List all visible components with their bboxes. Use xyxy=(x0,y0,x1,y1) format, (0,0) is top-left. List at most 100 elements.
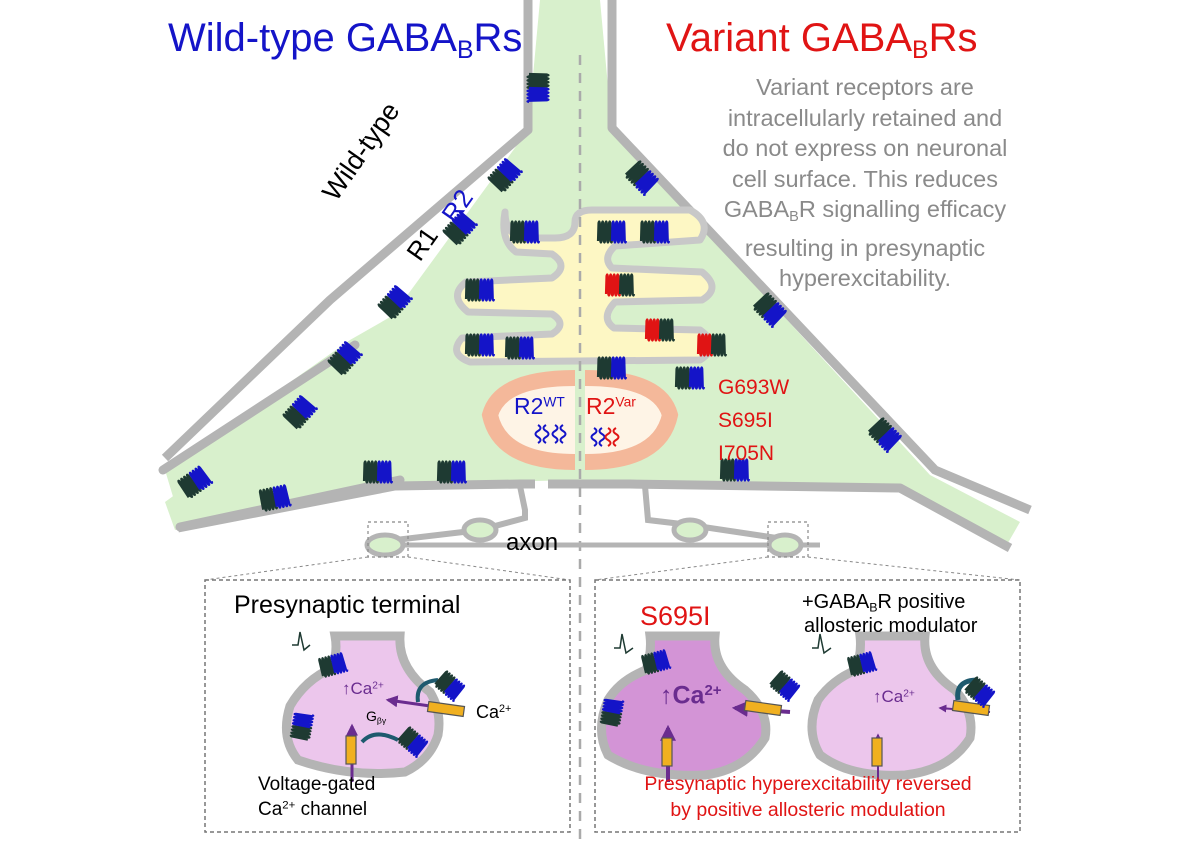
gabab-receptor-icon xyxy=(434,670,466,703)
gabab-receptor-icon xyxy=(289,712,315,741)
description-line: hyperexcitability. xyxy=(779,265,951,292)
nucleus-right xyxy=(584,370,679,470)
gabab-receptor-icon xyxy=(624,160,659,197)
g-beta-gamma-label: Gβγ xyxy=(366,709,386,725)
vgcc-label-line2: Ca2+ channel xyxy=(258,800,367,819)
nucleus-dna-helices xyxy=(534,424,620,447)
gabab-receptor-icon xyxy=(641,649,672,675)
variant-description: Variant receptors are intracellularly re… xyxy=(690,72,1040,294)
gabab-receptor-icon xyxy=(318,652,349,678)
gabab-receptor-icon xyxy=(397,726,429,759)
wildtype-header-sub: B xyxy=(456,36,474,64)
axon-bouton-right xyxy=(671,517,709,543)
gabab-receptor-icon xyxy=(436,460,468,484)
gabab-receptor-icon xyxy=(596,356,628,380)
left-inset-box xyxy=(204,579,571,833)
variant-presynaptic-terminal xyxy=(597,631,771,780)
zoom-line xyxy=(204,556,369,581)
action-potential-icon xyxy=(614,633,634,655)
gabab-receptor-icon xyxy=(464,333,496,357)
axon-bouton-far-right xyxy=(766,532,804,558)
zoom-box-left xyxy=(367,521,409,558)
gabab-receptor-icon xyxy=(509,220,541,244)
vgcc-label-line1: Voltage-gated xyxy=(258,774,376,795)
gabab-receptor-icon xyxy=(847,651,878,677)
gabab-receptor-icon xyxy=(526,72,550,104)
variant-header-sub: B xyxy=(912,36,929,64)
ca-small-sup: 2+ xyxy=(903,688,915,700)
pam-label-line2: allosteric modulator xyxy=(804,615,978,637)
gabab-receptor-icon xyxy=(719,458,751,482)
action-potential-icon xyxy=(812,633,832,655)
description-line: do not express on neuronal xyxy=(722,135,1008,161)
ca-big-text: Ca xyxy=(672,681,705,710)
r2var-base: R2 xyxy=(586,393,616,419)
pam-label-line1: +GABABR positive xyxy=(802,592,965,614)
nucleus-left xyxy=(481,370,576,470)
gabab-receptor-icon xyxy=(258,484,292,512)
g-text: G xyxy=(366,708,377,724)
gabab-receptor-icon xyxy=(696,333,728,357)
description-line: resulting in presynaptic xyxy=(744,234,986,261)
gabab-receptor-icon xyxy=(282,395,318,430)
gabab-receptor-icon xyxy=(769,670,801,703)
ca-big-sup: 2+ xyxy=(704,682,722,699)
endoplasmic-reticulum xyxy=(453,206,716,366)
description-line: intracellularly retained and xyxy=(727,104,1003,131)
r2-variant-label: R2Var xyxy=(586,395,636,418)
voltage-gated-channel xyxy=(345,699,991,767)
r2var-sup: Var xyxy=(615,394,636,410)
ca-big-label: ↑Ca2+ xyxy=(660,681,722,710)
g-sub: βγ xyxy=(376,715,387,726)
axon-process xyxy=(383,485,820,548)
zoom-box-right xyxy=(767,521,809,558)
vgcc-line2-base: Ca xyxy=(258,799,283,820)
conclusion: Presynaptic hyperexcitability reversed b… xyxy=(598,771,1018,823)
variant-header: Variant GABABRs xyxy=(666,18,977,64)
ca-inside-text: Ca xyxy=(350,679,373,698)
zoom-line xyxy=(407,556,571,581)
gabab-receptor-icon xyxy=(644,318,676,342)
action-potential-icon xyxy=(292,631,311,652)
ca-outside-sup: 2+ xyxy=(499,703,512,716)
ca-outside-text: Ca xyxy=(476,702,500,722)
gbg-inhibition-arrow xyxy=(360,732,399,744)
conclusion-line1: Presynaptic hyperexcitability reversed xyxy=(644,773,972,795)
ca-inside-sup: 2+ xyxy=(372,680,384,692)
pam-line1-suffix: R positive xyxy=(877,591,966,613)
r2wt-sup: WT xyxy=(543,394,565,410)
gabab-receptor-icon xyxy=(327,341,363,376)
variant-item: I705N xyxy=(718,442,775,465)
right-inset-box xyxy=(594,579,1021,833)
description-line: cell surface. This reduces xyxy=(731,165,999,192)
wildtype-header: Wild-type GABABRs xyxy=(168,18,522,64)
gabab-receptor-icon xyxy=(639,220,671,244)
zoom-line xyxy=(594,556,769,581)
pam-line1-prefix: +GABA xyxy=(802,591,870,613)
gabab-receptor-icon xyxy=(599,698,625,727)
variant-item: S695I xyxy=(718,409,773,432)
gabab-receptor-icon xyxy=(464,278,496,302)
gabab-receptor-icon xyxy=(442,211,478,246)
r2wt-base: R2 xyxy=(514,393,544,419)
gabab-receptor-icon xyxy=(752,292,787,329)
gabab-receptor-icon xyxy=(596,220,628,244)
ca-outside-label: Ca2+ xyxy=(476,703,511,721)
description-line5-suffix: R signalling efficacy xyxy=(798,196,1007,222)
ca-small-label: ↑Ca2+ xyxy=(873,687,915,706)
description-line: GABABR signalling efficacy xyxy=(690,194,1040,233)
gabab-receptor-icon xyxy=(964,676,996,709)
gabab-receptor-icon xyxy=(604,273,636,297)
presynaptic-terminal-title: Presynaptic terminal xyxy=(234,591,461,619)
vgcc-line2-suffix: channel xyxy=(295,799,368,820)
axon-bouton-mid xyxy=(461,517,499,543)
variant-inset-title: S695I xyxy=(640,601,711,631)
description-line5-sub: B xyxy=(789,209,799,226)
variant-list: G693W S695I I705N xyxy=(718,371,789,470)
gabab-receptor-icon xyxy=(867,417,902,454)
description-line5-prefix: GABA xyxy=(723,196,790,222)
gabab-receptor-icon xyxy=(362,460,394,484)
left-dendrite-top-edge xyxy=(158,340,360,475)
gabab-receptor-icon xyxy=(504,336,536,360)
axon-label: axon xyxy=(506,529,559,556)
